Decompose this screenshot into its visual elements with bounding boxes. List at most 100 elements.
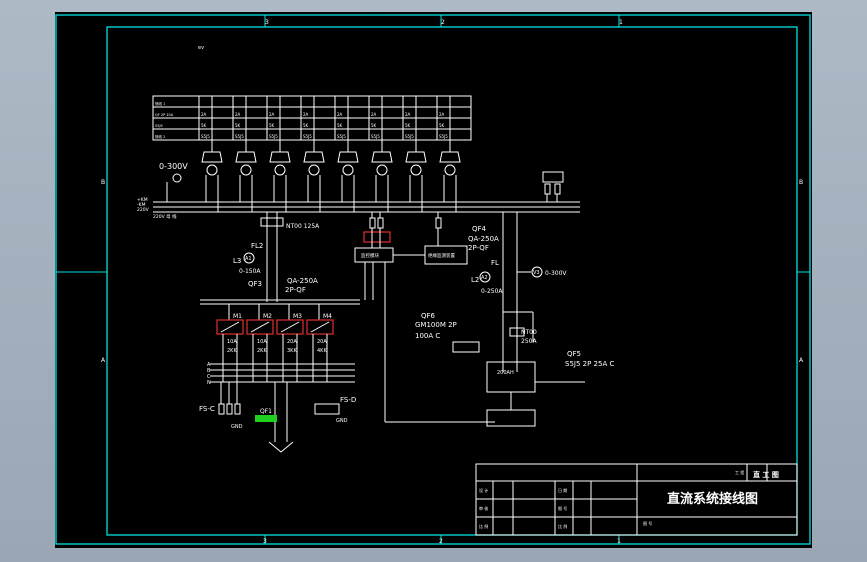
feeder-cell: S5J5	[303, 134, 312, 139]
feeder-cell: 5K	[303, 123, 309, 128]
feeder-cell: 2A	[405, 112, 411, 117]
svg-text:V3: V3	[533, 270, 540, 276]
tick-bottom-3: 1	[617, 538, 621, 545]
svg-text:A1: A1	[245, 256, 252, 262]
module-code: 3KK	[287, 348, 297, 354]
qf4-pole: 2P-QF	[468, 244, 489, 252]
module-rating: 10A	[257, 339, 267, 345]
fl2-label: FL2	[251, 242, 263, 250]
module-rating: 20A	[287, 339, 297, 345]
feeder-breaker	[439, 151, 461, 163]
feeder-cell: S5J5	[405, 134, 414, 139]
tick-left-b: B	[101, 179, 105, 186]
module-rating: 10A	[227, 339, 237, 345]
feeder-breaker	[303, 151, 325, 163]
feeder-breaker	[235, 151, 257, 163]
feeder-cell: S5J5	[371, 134, 380, 139]
a1-range: 0-150A	[239, 268, 261, 275]
qf4-label: QF4	[472, 225, 487, 233]
title-block-small-a: 工 程	[735, 469, 744, 475]
qf6-rating: 100A C	[415, 332, 440, 340]
feeder-cell: 5K	[269, 123, 275, 128]
qf4-type: QA-250A	[468, 235, 499, 243]
tick-top-1: 3	[265, 19, 269, 26]
module-rating: 20A	[317, 339, 327, 345]
feeder-row-label: S5J5	[155, 124, 163, 128]
feeder-cell: 2A	[371, 112, 377, 117]
l3-label: L3	[233, 257, 241, 265]
ammeter-a1-icon	[243, 252, 255, 264]
fl-label: FL	[491, 259, 499, 267]
nt00-250-rating: 250A	[521, 338, 537, 345]
svg-text:比 例: 比 例	[479, 523, 488, 529]
gnd-label-1: GND	[231, 424, 243, 430]
feeder-meter-icon	[444, 164, 456, 176]
qf6-type: GM100M 2P	[415, 321, 457, 329]
svg-text:绝缘监测装置: 绝缘监测装置	[428, 252, 455, 259]
bus-label-v: 220V	[137, 207, 150, 213]
svg-text:比 例: 比 例	[558, 523, 567, 529]
feeder-breaker	[371, 151, 393, 163]
tick-right-a: A	[799, 357, 804, 364]
svg-text:监控模块: 监控模块	[361, 252, 379, 259]
voltmeter-left-icon	[172, 173, 182, 183]
svg-text:审 核: 审 核	[479, 505, 488, 511]
tick-bottom-2: 2	[439, 538, 443, 545]
qf3-label: QF3	[248, 280, 262, 288]
feeder-cell: S5J5	[201, 134, 210, 139]
feeder-cell: 5K	[439, 123, 445, 128]
title-block-company: 直 工 图	[753, 470, 779, 479]
rectifier-module-box	[306, 319, 334, 335]
feeder-row-label: 馈线 2	[155, 134, 165, 139]
ammeter-a2-icon	[479, 271, 491, 283]
tick-top-3: 1	[619, 19, 623, 26]
feeder-breaker	[337, 151, 359, 163]
qf6-label: QF6	[421, 312, 436, 320]
svg-text:日 期: 日 期	[558, 487, 567, 493]
gnd-label-2: GND	[336, 418, 348, 424]
svg-text:C: C	[207, 374, 211, 380]
feeder-cell: 5K	[235, 123, 241, 128]
feeder-row-label: 馈线 1	[155, 101, 165, 106]
feeder-meter-icon	[342, 164, 354, 176]
feeder-cell: 2A	[337, 112, 343, 117]
l2-label: L2	[471, 276, 479, 284]
feeder-cell: 2A	[439, 112, 445, 117]
breaker-main-label: NT00 125A	[286, 223, 320, 230]
qf6-box	[452, 341, 480, 353]
feeder-meter-icon	[410, 164, 422, 176]
feeder-meter-icon	[308, 164, 320, 176]
a2-range: 0-250A	[481, 288, 503, 295]
feeder-cell: S5J5	[269, 134, 278, 139]
qf1-highlight	[255, 415, 277, 422]
feeder-breaker	[405, 151, 427, 163]
module-label: M4	[323, 313, 332, 320]
control-red-box	[363, 231, 391, 243]
rectifier-module-box	[246, 319, 274, 335]
module-code: 4KK	[317, 348, 327, 354]
tick-top-2: 2	[441, 19, 445, 26]
v3-range: 0-300V	[545, 270, 567, 277]
svg-text:设 计: 设 计	[479, 487, 488, 493]
feeder-cell: S5J5	[439, 134, 448, 139]
feeder-cell: S5J5	[337, 134, 346, 139]
inner-frame	[106, 26, 798, 536]
feeder-cell: 2A	[235, 112, 241, 117]
svg-text:B: B	[207, 368, 211, 374]
top-mark: ev	[198, 45, 204, 51]
qf5-label: QF5	[567, 350, 581, 358]
schematic-drawing: 3 2 1 3 2 1 B A B A ev 馈线 1QF 2P 10AS5J5…	[55, 14, 811, 545]
tick-right-b: B	[799, 179, 803, 186]
insulation-monitor-box	[424, 245, 468, 265]
bus-label-main: 220V 母 线	[153, 213, 177, 220]
voltmeter-v3-icon	[531, 266, 543, 278]
feeder-meter-icon	[206, 164, 218, 176]
module-label: M2	[263, 313, 272, 320]
title-block-small-b: 图 号	[643, 520, 652, 526]
module-code: 2KK	[227, 348, 237, 354]
qf1-label: QF1	[260, 408, 272, 415]
feeder-cell: 2A	[201, 112, 207, 117]
